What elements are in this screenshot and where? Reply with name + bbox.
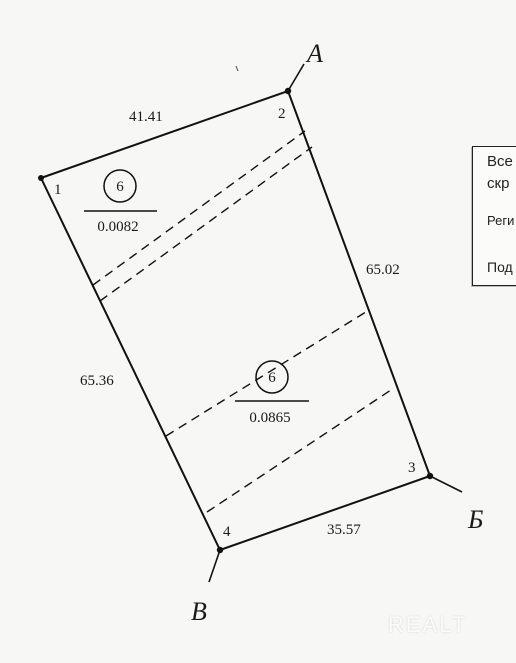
leader-line-b (429, 475, 463, 493)
side-panel-line-2: скр (487, 175, 510, 192)
vertex-point-2 (284, 87, 292, 95)
parcel-number-circle (255, 360, 289, 394)
leader-line-a (287, 63, 305, 92)
stray-mark (235, 65, 239, 72)
watermark-logo: REALT (388, 612, 468, 637)
side-length-3-4: 35.57 (327, 522, 361, 538)
side-length-1-2: 41.41 (129, 109, 163, 125)
vertex-label-3: 3 (408, 460, 416, 476)
plot-boundary (39, 89, 432, 552)
vertex-point-3 (426, 472, 434, 480)
vertex-label-2: 2 (278, 106, 286, 122)
leader-line-v (208, 549, 221, 583)
parcel-number-upper: 6 (116, 179, 124, 195)
side-length-4-1: 65.36 (80, 373, 114, 389)
side-panel-line-1: Все (487, 153, 513, 170)
corner-letter-a: A (305, 39, 323, 68)
corner-letter-b: Б (467, 505, 483, 534)
side-legend-panel: Все скр Реги Под (472, 146, 516, 286)
parcel-area-upper: 0.0082 (97, 219, 138, 235)
easement-strip-upper (92, 130, 313, 302)
vertex-point-4 (216, 546, 224, 554)
parcel-label-lower: 6 0.0865 (235, 360, 309, 426)
vertex-label-4: 4 (223, 524, 231, 540)
vertex-point-1 (38, 175, 44, 181)
side-length-2-3: 65.02 (366, 262, 400, 278)
vertex-label-1: 1 (54, 182, 62, 198)
corner-letter-v: В (191, 597, 207, 626)
parcel-number-circle (103, 169, 137, 203)
parcel-label-upper: 6 0.0082 (84, 169, 157, 235)
side-panel-line-3: Реги (487, 213, 515, 228)
parcel-number-lower: 6 (268, 370, 276, 386)
side-panel-line-4: Под (487, 259, 513, 275)
parcel-area-lower: 0.0865 (249, 410, 290, 426)
easement-strip-lower (165, 309, 395, 513)
